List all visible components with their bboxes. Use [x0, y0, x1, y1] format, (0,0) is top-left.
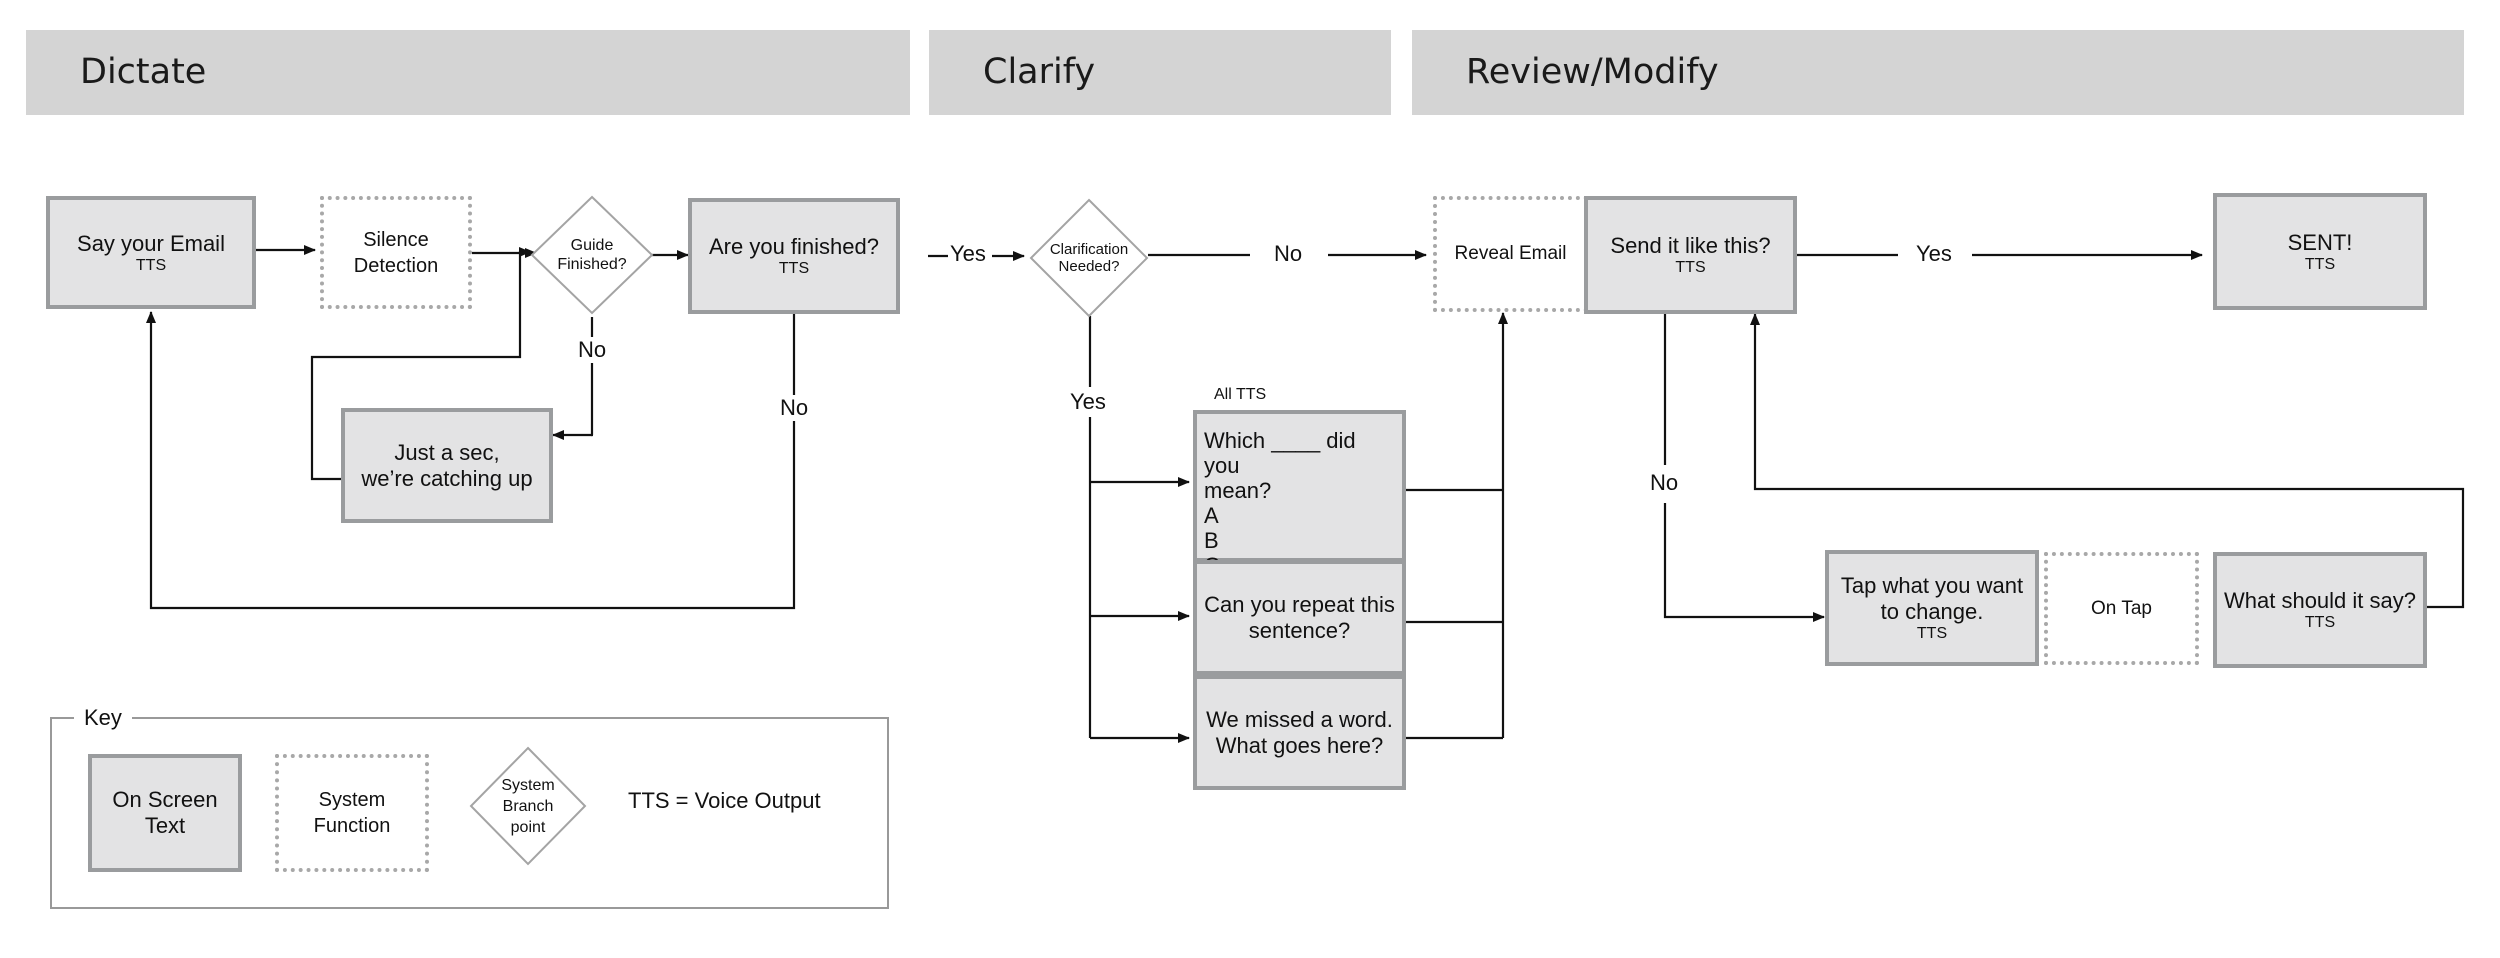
which-line1: Which ____ did you — [1204, 428, 1356, 478]
edge-finished-no-loop — [146, 311, 796, 610]
edge-label-finished-no: No — [776, 395, 813, 421]
key-sysfn-line1: System — [318, 789, 386, 811]
guide-line1: Guide — [570, 237, 614, 254]
key-onscreen-line1: On Screen — [112, 787, 218, 812]
what-say-tts: TTS — [2304, 614, 2336, 631]
which-line2: mean? — [1204, 478, 1272, 503]
node-sent: SENT! TTS — [2213, 193, 2427, 310]
key-onscreen-line2: Text — [144, 813, 186, 838]
edge-guide-no-to-justsec — [590, 317, 594, 437]
key-tts-note: TTS = Voice Output — [624, 788, 825, 814]
what-say-title: What should it say? — [2224, 588, 2416, 613]
edge-label-send-no: No — [1646, 470, 1683, 496]
key-branch-point-label: System Branch point — [471, 770, 585, 842]
node-say-your-email: Say your Email TTS — [46, 196, 256, 309]
silence-line2: Detection — [353, 254, 439, 277]
missed-line1: We missed a word. — [1206, 706, 1393, 732]
key-diamond-shape — [469, 746, 587, 866]
tap-line1: Tap what you want — [1840, 573, 2024, 598]
send-tts: TTS — [1675, 259, 1706, 276]
clarify-line2: Needed? — [1058, 258, 1120, 275]
key-system-function: System Function — [275, 754, 429, 872]
edge-label-guide-no: No — [574, 337, 611, 363]
key-branch-line3: point — [510, 818, 546, 836]
key-sysfn-line2: Function — [313, 815, 391, 837]
justsec-line1: Just a sec, — [394, 439, 500, 465]
repeat-line2: sentence? — [1248, 617, 1351, 643]
say-email-tts: TTS — [135, 256, 167, 274]
node-repeat-sentence: Can you repeat this sentence? — [1193, 560, 1406, 675]
clarify-line1: Clarification — [1049, 241, 1129, 258]
edge-justsec-back-to-guide — [310, 247, 531, 481]
section-header-dictate: Dictate — [26, 30, 910, 115]
section-header-review: Review/Modify — [1412, 30, 2464, 115]
finished-tts: TTS — [778, 260, 810, 277]
key-title: Key — [74, 705, 132, 731]
guide-line2: Finished? — [557, 256, 627, 273]
missed-line2: What goes here? — [1215, 732, 1384, 758]
diamond-clarification-needed — [1029, 198, 1149, 318]
reveal-email-text: Reveal Email — [1454, 243, 1567, 264]
section-title-dictate: Dictate — [80, 52, 207, 92]
repeat-line1: Can you repeat this — [1204, 591, 1395, 617]
label-clarification-needed: Clarification Needed? — [1031, 230, 1147, 286]
edge-send-no-b — [1663, 503, 1825, 622]
node-which-did-you-mean: Which ____ did you mean? A B C — [1193, 410, 1406, 578]
edge-label-clarify-yes: Yes — [1066, 389, 1110, 415]
node-just-a-sec: Just a sec, we’re catching up — [341, 408, 553, 523]
edge-label-send-yes: Yes — [1912, 241, 1956, 267]
silence-line1: Silence — [363, 228, 429, 251]
node-reveal-email: Reveal Email — [1433, 196, 1588, 312]
node-on-tap: On Tap — [2044, 552, 2199, 665]
say-email-title: Say your Email — [77, 230, 225, 256]
diamond-guide-finished — [530, 195, 654, 315]
key-branch-line2: Branch — [502, 797, 554, 815]
edge-what-back-to-send — [1750, 313, 2465, 609]
node-what-should-it-say: What should it say? TTS — [2213, 552, 2427, 668]
node-silence-detection: Silence Detection — [320, 196, 472, 309]
edge-label-clarify-no: No — [1270, 241, 1307, 267]
key-on-screen-text: On Screen Text — [88, 754, 242, 872]
label-all-tts: All TTS — [1214, 386, 1267, 403]
node-tap-what-to-change: Tap what you want to change. TTS — [1825, 550, 2039, 666]
sent-tts: TTS — [2304, 255, 2336, 273]
section-title-review: Review/Modify — [1466, 52, 1719, 92]
edge-label-finished-yes: Yes — [948, 241, 988, 267]
which-option-b: B — [1204, 528, 1219, 553]
key-frame — [50, 717, 889, 909]
sent-title: SENT! — [2287, 229, 2353, 255]
section-header-clarify: Clarify — [929, 30, 1391, 115]
node-missed-a-word: We missed a word. What goes here? — [1193, 675, 1406, 790]
justsec-line2: we’re catching up — [361, 465, 533, 491]
finished-title: Are you finished? — [709, 234, 879, 259]
key-branch-line1: System — [501, 776, 555, 794]
node-are-you-finished: Are you finished? TTS — [688, 198, 900, 314]
node-send-it-like-this: Send it like this? TTS — [1584, 196, 1797, 314]
tap-tts: TTS — [1916, 625, 1948, 642]
section-title-clarify: Clarify — [983, 52, 1096, 92]
which-option-a: A — [1204, 503, 1219, 528]
label-guide-finished: Guide Finished? — [532, 225, 652, 285]
on-tap-text: On Tap — [2091, 597, 2152, 619]
tap-line2: to change. — [1880, 599, 1984, 624]
send-title: Send it like this? — [1610, 233, 1771, 258]
